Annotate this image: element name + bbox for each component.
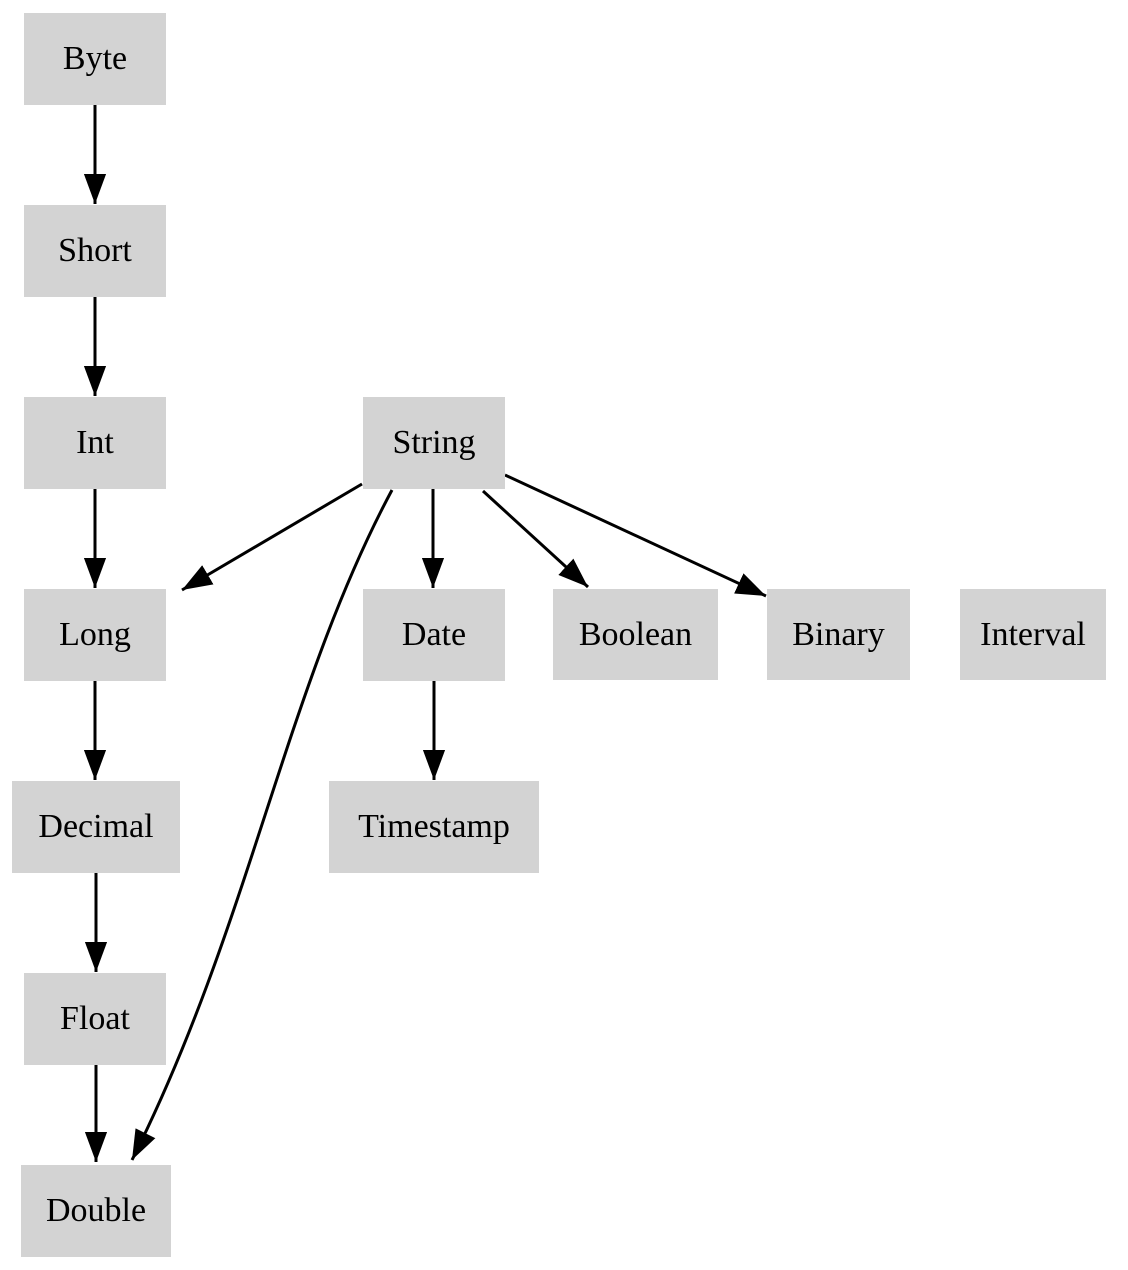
edge-string-binary: [504, 473, 767, 598]
node-byte-label: Byte: [62, 40, 128, 77]
node-byte: Byte: [24, 13, 166, 105]
node-interval-label: Interval: [980, 615, 1086, 653]
node-long-label: Long: [59, 616, 131, 653]
node-int-label: Int: [76, 424, 114, 461]
node-short-label: Short: [58, 232, 132, 269]
node-short: Short: [24, 205, 166, 297]
node-decimal-label: Decimal: [38, 808, 154, 845]
node-binary: Binary: [767, 589, 910, 680]
edge-string-long: [181, 482, 363, 592]
node-date-label: Date: [401, 616, 467, 653]
edge-string-double: [130, 489, 394, 1161]
node-boolean: Boolean: [553, 589, 718, 680]
node-timestamp-label: Timestamp: [358, 808, 510, 845]
node-string-label: String: [392, 424, 476, 461]
node-decimal: Decimal: [12, 781, 180, 873]
node-binary-label: Binary: [792, 615, 885, 653]
node-timestamp: Timestamp: [329, 781, 539, 873]
node-int: Int: [24, 397, 166, 489]
node-long: Long: [24, 589, 166, 681]
node-string: String: [363, 397, 505, 489]
node-float-label: Float: [60, 1000, 130, 1037]
node-date: Date: [363, 589, 505, 681]
node-interval: Interval: [960, 589, 1106, 680]
node-float: Float: [24, 973, 166, 1065]
node-boolean-label: Boolean: [578, 615, 693, 653]
node-double: Double: [21, 1165, 171, 1257]
edge-string-boolean: [481, 489, 590, 589]
node-double-label: Double: [45, 1192, 147, 1229]
